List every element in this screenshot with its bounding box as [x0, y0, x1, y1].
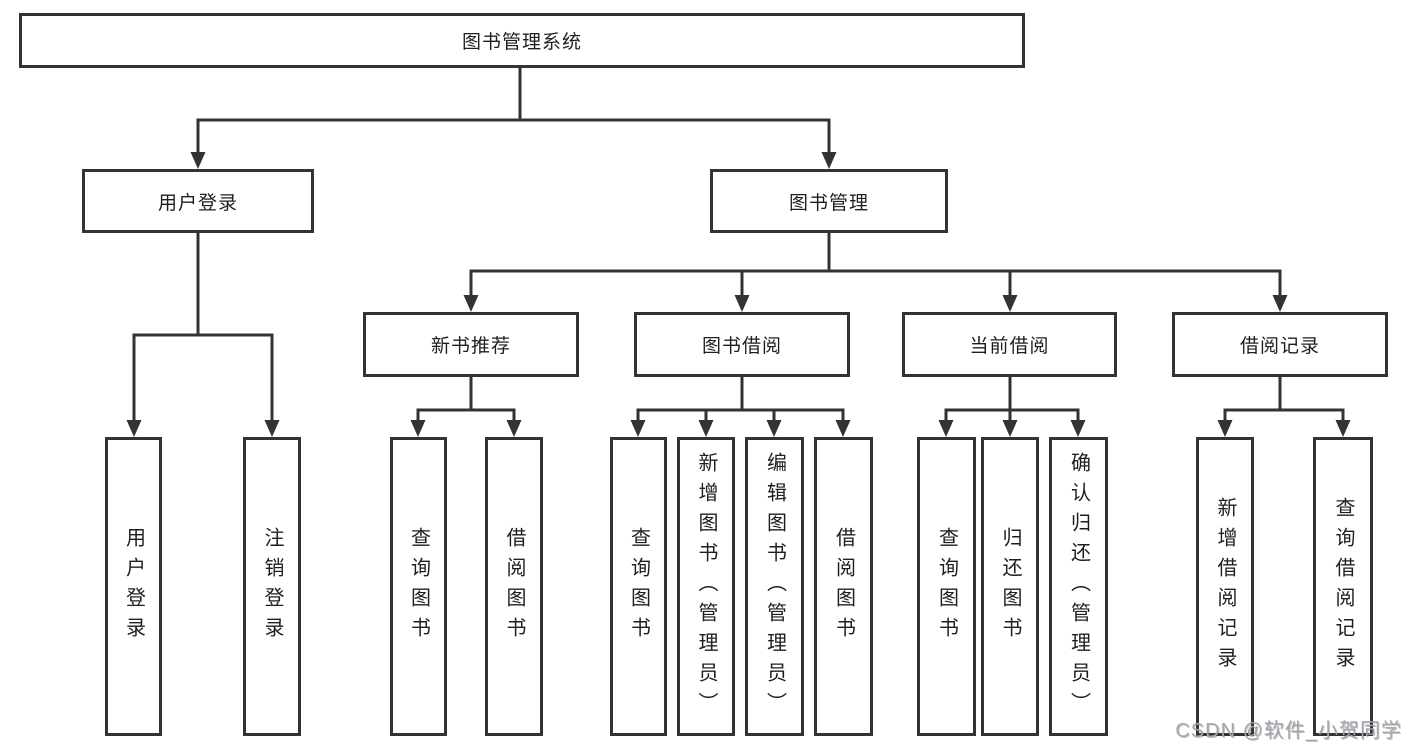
leaf-logout-label: 注销登录 [261, 526, 283, 647]
leaf-borrow-borrow-books: 借阅图书 [814, 437, 873, 736]
leaf-borrow-add-books-admin-label: 新增图书（管理员） [695, 451, 717, 722]
leaf-borrow-query-books: 查询图书 [610, 437, 667, 736]
leaf-current-confirm-return-admin: 确认归还（管理员） [1049, 437, 1108, 736]
leaf-borrow-add-books-admin: 新增图书（管理员） [677, 437, 735, 736]
node-user-login-label: 用户登录 [157, 192, 238, 214]
leaf-newbook-borrow-books: 借阅图书 [485, 437, 543, 736]
csdn-watermark: CSDN @软件_小贺同学 [1175, 720, 1402, 742]
leaf-user-login-label: 用户登录 [122, 526, 145, 647]
node-borrow-record-label: 借阅记录 [1239, 336, 1320, 357]
leaf-current-query-books-label: 查询图书 [935, 526, 958, 647]
leaf-record-query-borrow-record-label: 查询借阅记录 [1332, 496, 1354, 677]
leaf-borrow-edit-books-admin: 编辑图书（管理员） [745, 437, 804, 736]
node-book-management: 图书管理 [710, 169, 948, 233]
leaf-current-confirm-return-admin-label: 确认归还（管理员） [1067, 451, 1090, 722]
node-book-borrow: 图书借阅 [634, 312, 850, 377]
leaf-borrow-edit-books-admin-label: 编辑图书（管理员） [763, 451, 786, 722]
edges-root-to-level2 [190, 66, 837, 169]
node-new-book-recommend: 新书推荐 [363, 312, 579, 377]
leaf-borrow-query-books-label: 查询图书 [627, 526, 650, 647]
edges-current-borrow-children [938, 375, 1086, 437]
edges-borrow-record-children [1217, 375, 1351, 437]
node-book-borrow-label: 图书借阅 [701, 336, 782, 357]
edges-user-login-children [126, 231, 280, 437]
node-borrow-record: 借阅记录 [1172, 312, 1388, 377]
node-book-management-label: 图书管理 [788, 192, 869, 214]
node-current-borrow: 当前借阅 [902, 312, 1117, 377]
node-root-system: 图书管理系统 [19, 13, 1025, 68]
leaf-user-login: 用户登录 [105, 437, 162, 736]
leaf-record-add-borrow-record-label: 新增借阅记录 [1214, 496, 1236, 677]
node-user-login: 用户登录 [82, 169, 314, 233]
leaf-newbook-query-books: 查询图书 [390, 437, 447, 736]
leaf-newbook-borrow-books-label: 借阅图书 [503, 526, 525, 647]
leaf-record-query-borrow-record: 查询借阅记录 [1313, 437, 1373, 736]
node-current-borrow-label: 当前借阅 [969, 336, 1050, 357]
leaf-record-add-borrow-record: 新增借阅记录 [1196, 437, 1254, 736]
leaf-current-return-books-label: 归还图书 [999, 526, 1021, 647]
leaf-newbook-query-books-label: 查询图书 [407, 526, 430, 647]
edges-new-book-children [410, 375, 522, 437]
leaf-borrow-borrow-books-label: 借阅图书 [832, 526, 855, 647]
leaf-current-query-books: 查询图书 [917, 437, 976, 736]
node-new-book-recommend-label: 新书推荐 [430, 336, 511, 357]
edges-book-mgmt-children [463, 231, 1288, 312]
leaf-logout: 注销登录 [243, 437, 301, 736]
node-root-system-label: 图书管理系统 [461, 32, 582, 53]
edges-book-borrow-children [630, 375, 851, 437]
leaf-current-return-books: 归还图书 [981, 437, 1039, 736]
